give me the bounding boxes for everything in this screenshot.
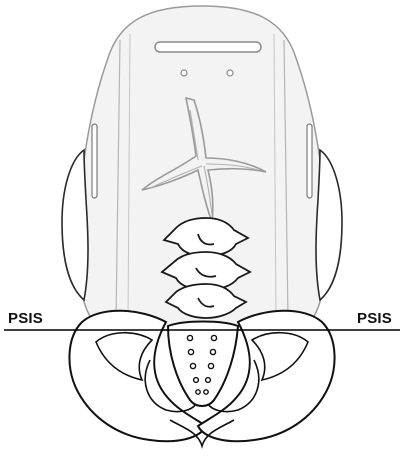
board-hole-left: [181, 70, 187, 76]
board-handle-slot: [155, 42, 261, 52]
board-hole-right: [227, 70, 233, 76]
pelvis: [69, 311, 334, 446]
psis-label-left: PSIS: [8, 311, 43, 327]
sacrum: [168, 322, 238, 407]
side-wing-right: [316, 150, 342, 300]
side-slot-right: [307, 124, 312, 198]
lumbar-spine: [162, 218, 250, 318]
side-wing-left: [62, 150, 88, 300]
psis-label-right: PSIS: [357, 311, 392, 327]
side-slot-left: [92, 124, 97, 198]
